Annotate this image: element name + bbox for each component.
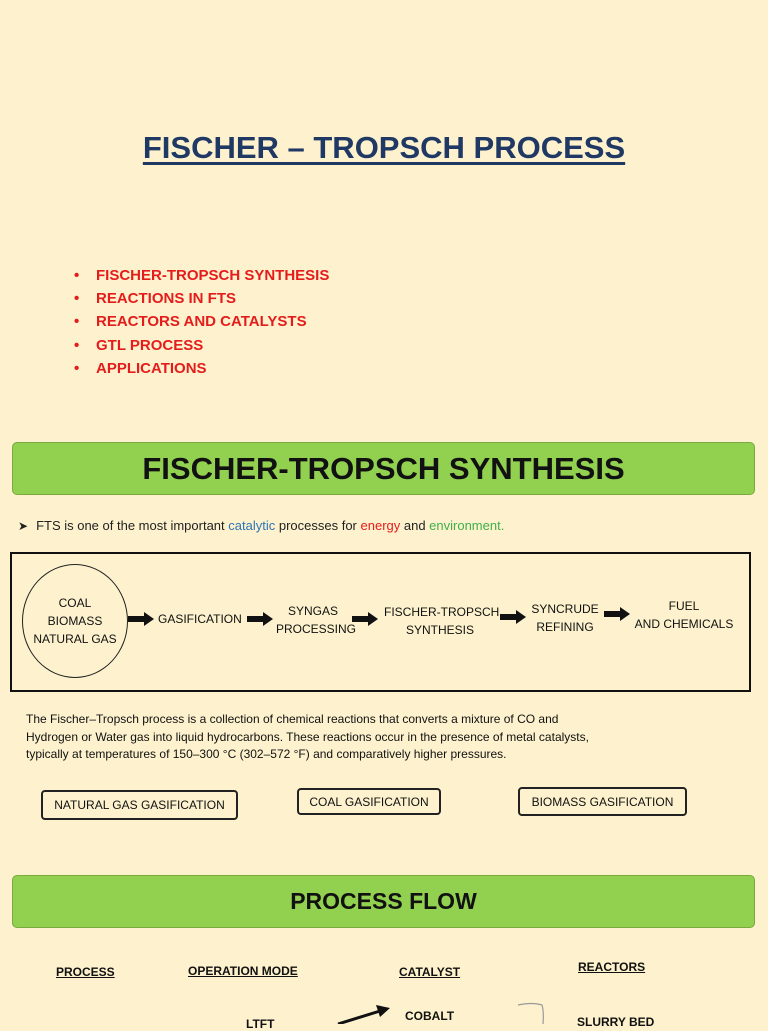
topic-list: FISCHER-TROPSCH SYNTHESIS REACTIONS IN F…: [74, 264, 329, 380]
feed-biomass: BIOMASS: [47, 614, 103, 628]
flow-step-syncrude: SYNCRUDE REFINING: [531, 602, 599, 634]
diagonal-arrow-icon: [337, 1005, 390, 1024]
bracket-icon: [517, 1002, 544, 1024]
page-title: FISCHER – TROPSCH PROCESS: [142, 130, 626, 165]
flow-step-syngas: SYNGAS PROCESSING: [276, 604, 357, 636]
fts-intro-environment: environment.: [429, 518, 505, 533]
natural-gas-gasification-box: NATURAL GAS GASIFICATION: [41, 790, 238, 820]
feed-coal: COAL: [58, 596, 92, 610]
right-arrow-icon: [247, 612, 273, 626]
feed-natural-gas: NATURAL GAS: [33, 632, 117, 646]
right-arrow-icon: [604, 607, 630, 621]
label-cobalt: COBALT: [405, 1009, 455, 1023]
coal-gasification-box: COAL GASIFICATION: [297, 788, 441, 815]
fts-intro-energy: energy: [360, 518, 401, 533]
topic-item: REACTIONS IN FTS: [74, 287, 329, 310]
column-head-process: PROCESS: [56, 965, 115, 979]
topic-item: APPLICATIONS: [74, 357, 329, 380]
column-head-operation-mode: OPERATION MODE: [188, 964, 298, 978]
column-head-reactors: REACTORS: [578, 960, 646, 974]
biomass-gasification-box: BIOMASS GASIFICATION: [518, 787, 687, 816]
label-ltft: LTFT: [246, 1017, 275, 1031]
right-arrow-icon: [128, 612, 154, 626]
section-heading-fts: FISCHER-TROPSCH SYNTHESIS: [12, 442, 755, 495]
flow-step-fts: FISCHER-TROPSCH SYNTHESIS: [384, 605, 500, 637]
topic-item: GTL PROCESS: [74, 334, 329, 357]
topic-item: REACTORS AND CATALYSTS: [74, 310, 329, 333]
flow-step-gasification: GASIFICATION: [158, 612, 242, 626]
column-head-catalyst: CATALYST: [399, 965, 461, 979]
label-slurry-bed: SLURRY BED: [577, 1015, 655, 1029]
right-arrow-icon: [352, 612, 378, 626]
right-arrow-icon: [500, 610, 526, 624]
feedstock-ellipse: COAL BIOMASS NATURAL GAS: [22, 564, 128, 678]
fts-intro-catalytic: catalytic: [228, 518, 276, 533]
description-paragraph: The Fischer–Tropsch process is a collect…: [26, 712, 589, 761]
process-flow-box: [10, 552, 751, 692]
fts-intro-and: and: [400, 518, 430, 533]
fts-intro-middle: processes for: [275, 518, 361, 533]
topic-item: FISCHER-TROPSCH SYNTHESIS: [74, 264, 329, 287]
flow-step-fuel: FUEL AND CHEMICALS: [634, 599, 734, 631]
fts-intro-prefix: FTS is one of the most important: [36, 518, 229, 533]
section-heading-process-flow: PROCESS FLOW: [12, 875, 755, 928]
fts-intro: ➤ FTS is one of the most important cataly…: [18, 518, 504, 533]
arrow-bullet-icon: ➤: [18, 519, 29, 533]
